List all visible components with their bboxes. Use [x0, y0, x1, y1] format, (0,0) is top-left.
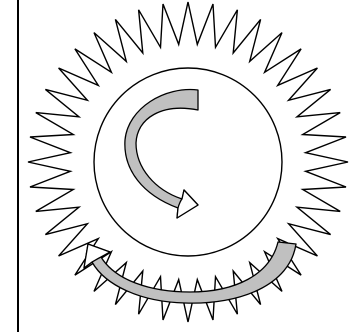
diagram-canvas [0, 0, 356, 332]
